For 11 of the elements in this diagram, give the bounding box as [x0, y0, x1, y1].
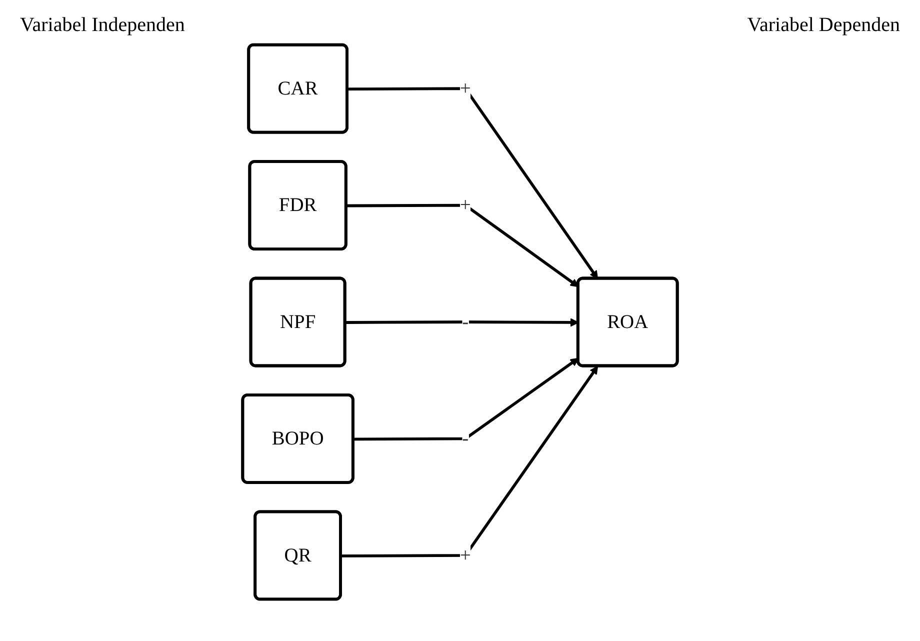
arrow	[340, 366, 598, 558]
arrow	[353, 358, 579, 441]
arrow	[347, 87, 598, 280]
edge-label: +	[460, 194, 471, 216]
edge-label: +	[460, 78, 471, 100]
column-heading: Variabel Dependen	[747, 14, 900, 37]
arrow	[346, 204, 579, 288]
edge-label: -	[462, 311, 469, 333]
edge-label: +	[460, 544, 471, 566]
edge-label: -	[462, 428, 469, 450]
column-heading: Variabel Independen	[20, 14, 185, 37]
